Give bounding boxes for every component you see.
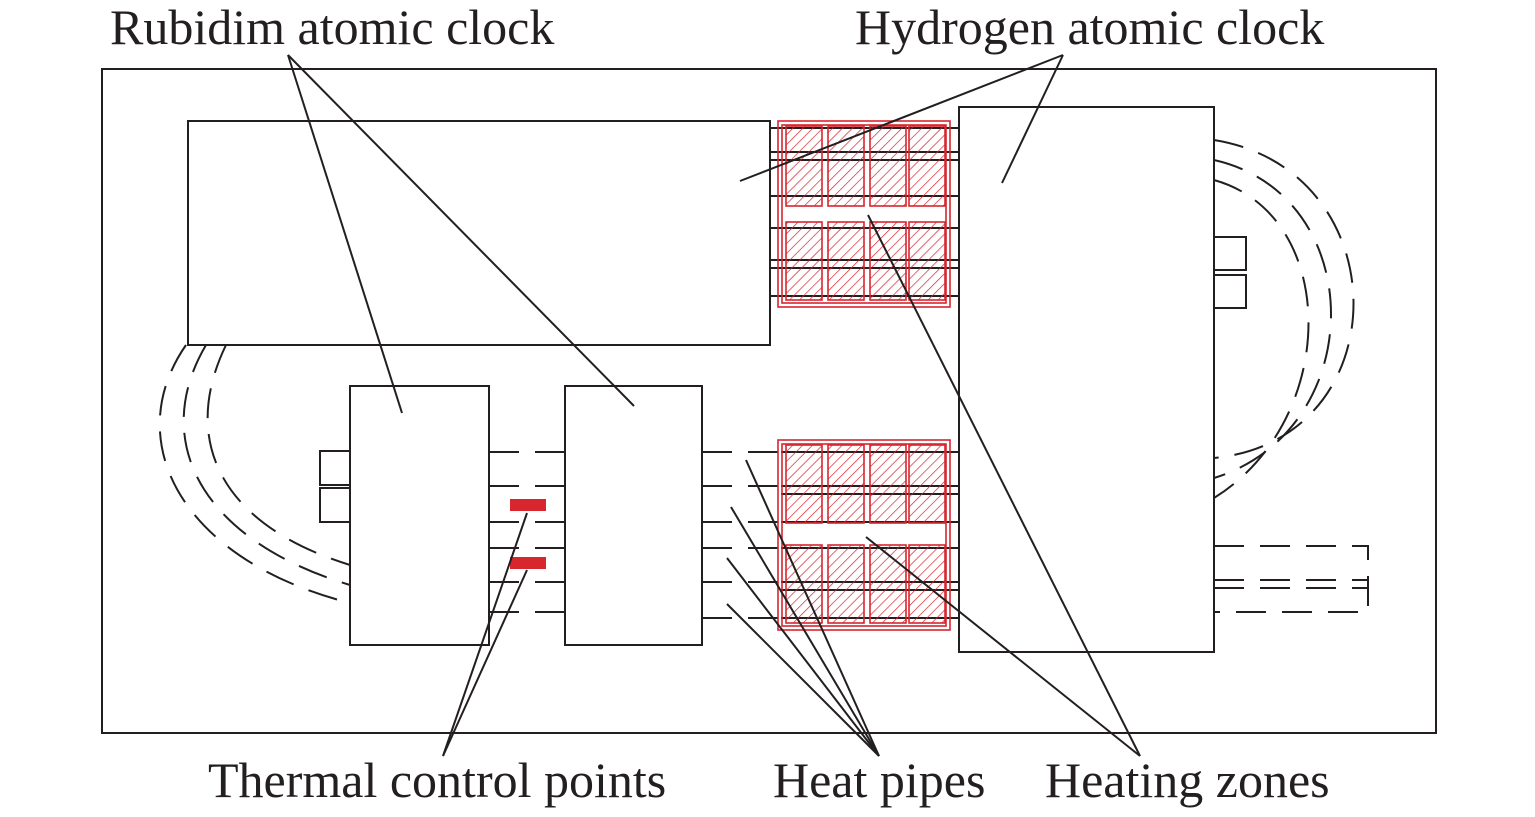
heating-zones-label: Heating zones bbox=[1045, 752, 1330, 808]
thermal-control-points-label: Thermal control points bbox=[208, 752, 666, 808]
rubidium-clock-box-right bbox=[564, 385, 703, 646]
heating-zone-cell bbox=[785, 125, 823, 207]
heating-zone-group-inner-2 bbox=[781, 443, 947, 627]
lower-left-heat-pipes bbox=[702, 451, 781, 619]
heating-zone-cell bbox=[908, 221, 946, 301]
thermal-control-point-upper bbox=[510, 499, 546, 511]
heating-zone-group-inner-1 bbox=[781, 124, 947, 304]
heating-zone-cell bbox=[908, 544, 946, 624]
rubidium-clock-box-left bbox=[349, 385, 490, 646]
heating-zone-cell bbox=[827, 444, 865, 524]
curved-heat-pipes-left bbox=[158, 344, 351, 604]
heating-zones bbox=[777, 120, 951, 631]
heating-zone-cell bbox=[785, 221, 823, 301]
connector-left-top bbox=[319, 450, 351, 486]
rubidium-clock-label: Rubidim atomic clock bbox=[110, 0, 554, 55]
heating-zone-cell bbox=[869, 221, 907, 301]
heating-zone-cell bbox=[869, 444, 907, 524]
heating-zone-cell bbox=[827, 125, 865, 207]
heat-pipes-label: Heat pipes bbox=[773, 752, 985, 808]
connector-right-bottom bbox=[1213, 274, 1247, 309]
straight-heat-pipes-right bbox=[1214, 545, 1369, 613]
heating-zone-cell bbox=[827, 544, 865, 624]
connector-left-bottom bbox=[319, 487, 351, 523]
rubidium-clock-main-box bbox=[187, 120, 771, 346]
leader-lines bbox=[287, 54, 1141, 757]
heating-zone-group-2 bbox=[777, 439, 951, 631]
heating-zone-group-1 bbox=[777, 120, 951, 308]
heating-zone-cell bbox=[908, 444, 946, 524]
thermal-control-point-lower bbox=[510, 557, 546, 569]
heating-zone-cell bbox=[908, 125, 946, 207]
hydrogen-clock-label: Hydrogen atomic clock bbox=[855, 0, 1324, 55]
heating-zone-cell bbox=[827, 221, 865, 301]
connector-right-top bbox=[1213, 236, 1247, 271]
heating-zone-cell bbox=[869, 125, 907, 207]
heating-zone-cell bbox=[869, 544, 907, 624]
middle-heat-pipes bbox=[489, 451, 565, 613]
curved-heat-pipes-right bbox=[1213, 139, 1355, 499]
heating-zone-cell bbox=[785, 544, 823, 624]
hydrogen-clock-box bbox=[958, 106, 1215, 653]
heating-zone-cell bbox=[785, 444, 823, 524]
